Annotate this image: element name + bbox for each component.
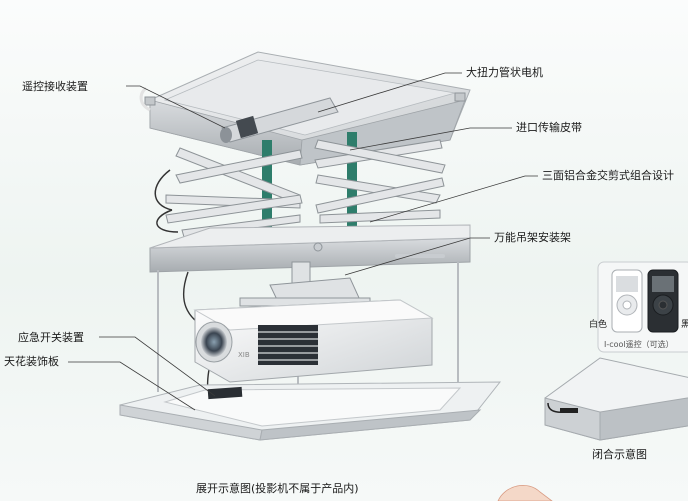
remote-white-label: 白色 (589, 320, 608, 330)
remote-black-label: 黑 (681, 320, 688, 330)
remote-caption: I-cool遥控（可选） (604, 340, 674, 349)
projector-vent (258, 325, 318, 365)
caption-expanded: 展开示意图(投影机不属于产品内) (196, 482, 359, 495)
mounting-plate (149, 224, 471, 273)
label-mount: 万能吊架安装架 (494, 231, 571, 244)
scissor-arms-left (154, 147, 303, 238)
caption-closed: 闭合示意图 (592, 448, 647, 461)
label-ceiling-panel: 天花装饰板 (4, 355, 59, 368)
label-tubular-motor: 大扭力管状电机 (466, 66, 543, 79)
projector-badge: XIB (238, 351, 250, 359)
tubular-motor (220, 97, 339, 143)
label-belt: 进口传输皮带 (516, 121, 582, 134)
label-scissor: 三面铝合金交剪式组合设计 (542, 169, 674, 182)
leader-lines (68, 72, 538, 411)
label-remote-receiver: 遥控接收装置 (22, 80, 88, 93)
remote-panel (597, 261, 688, 353)
decor-swoosh (497, 484, 553, 501)
label-emergency-switch: 应急开关装置 (18, 331, 84, 344)
ceiling-panel (119, 381, 502, 441)
scissor-arms-right (314, 139, 446, 224)
projector (193, 299, 434, 383)
remote-black (647, 269, 679, 333)
closed-lift (544, 357, 688, 441)
remote-white (611, 269, 643, 333)
